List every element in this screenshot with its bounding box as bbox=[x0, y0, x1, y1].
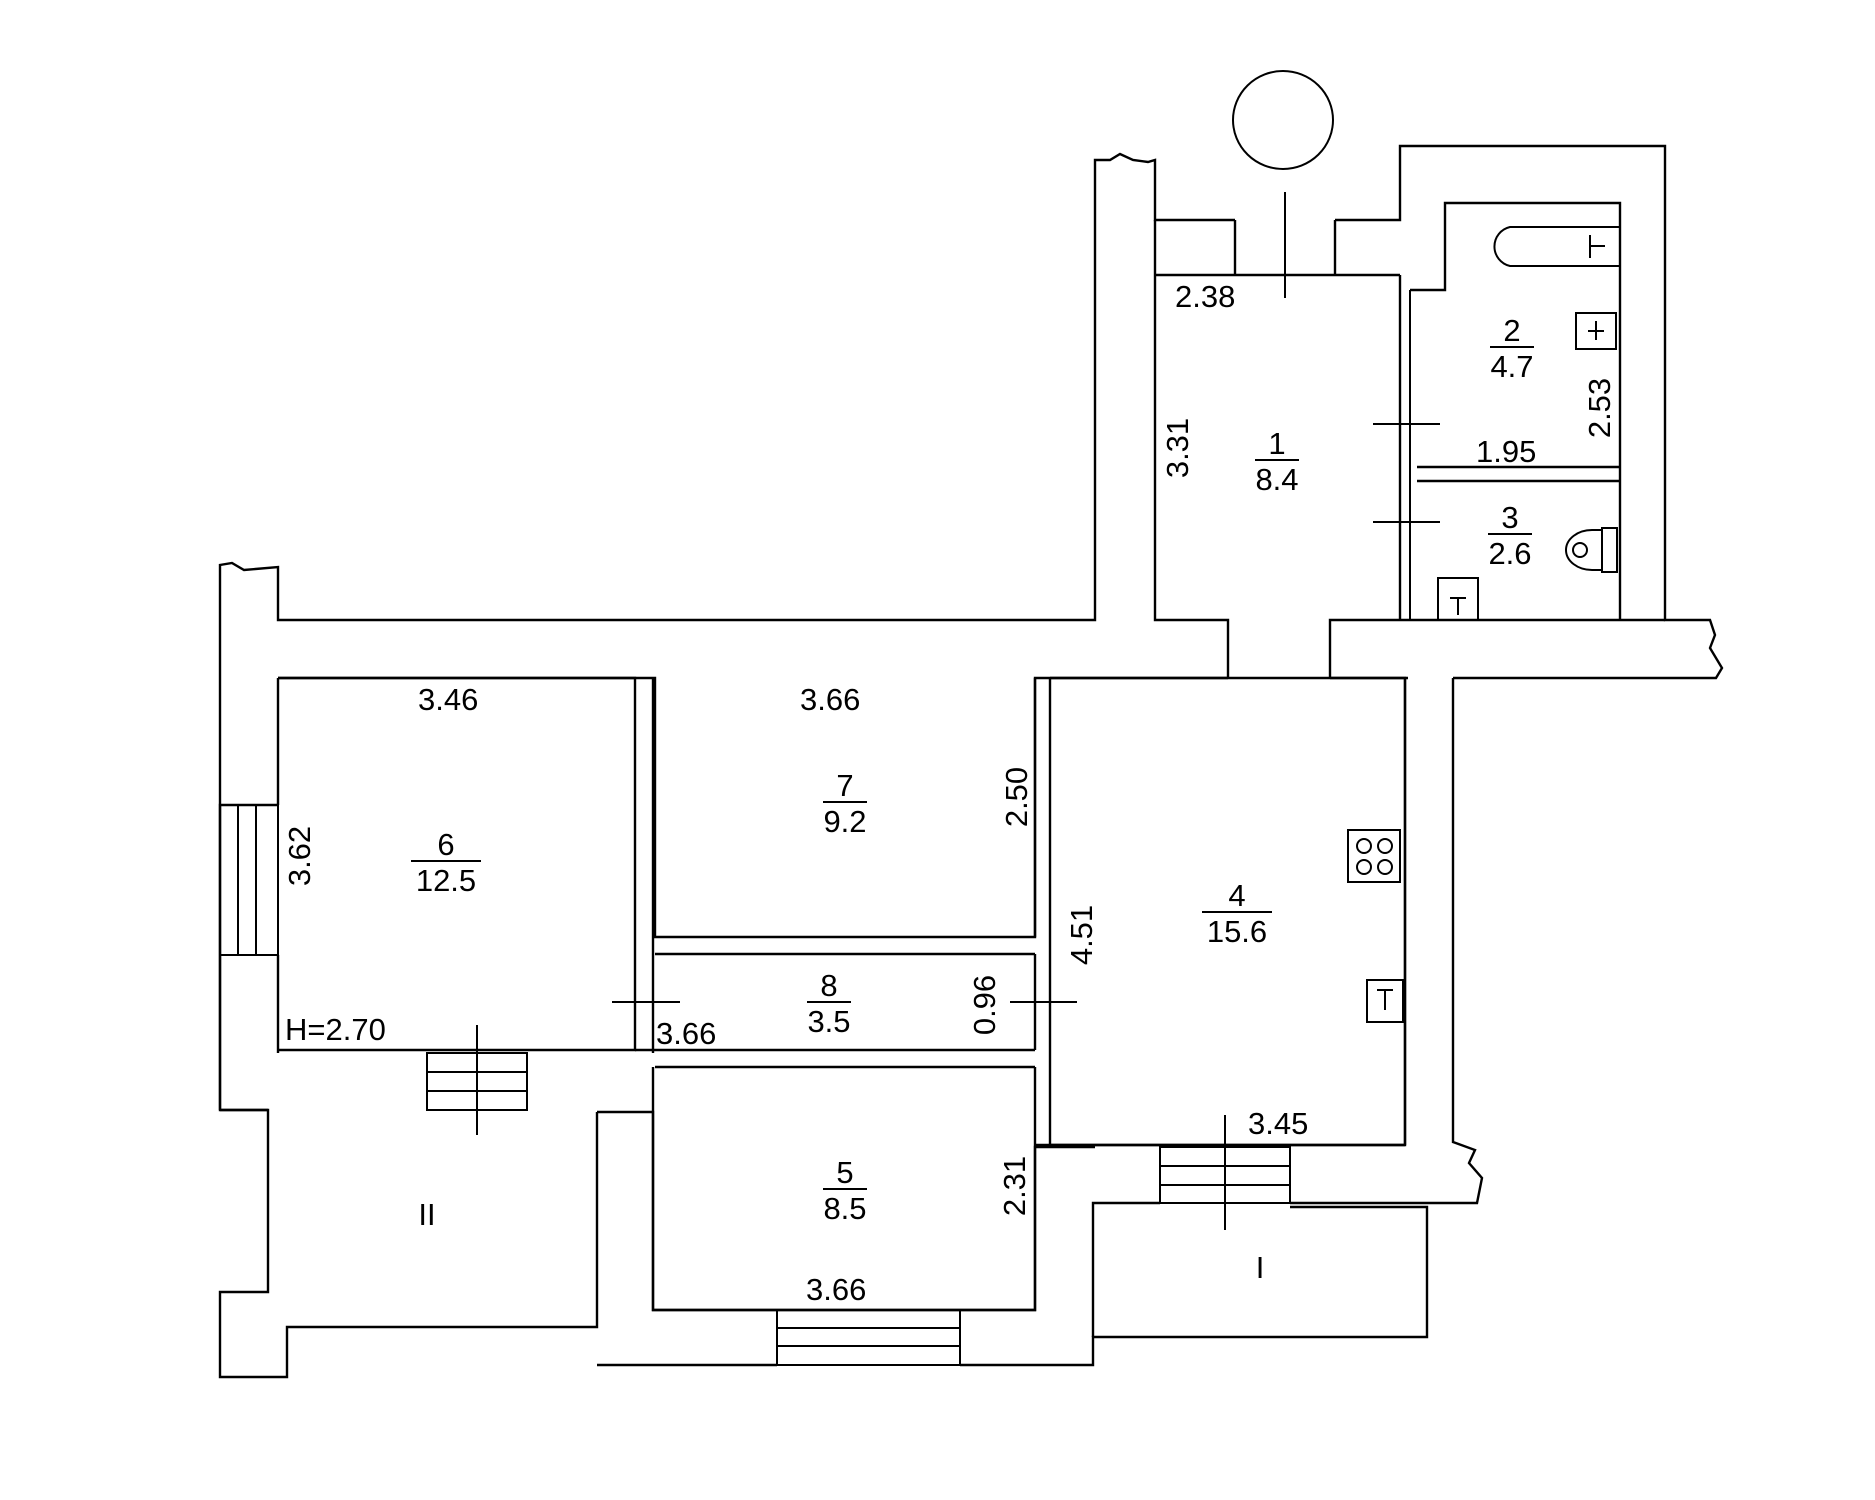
room-5-label: 5 8.5 bbox=[823, 1155, 867, 1226]
dim-r2-width: 1.95 bbox=[1476, 434, 1536, 469]
dim-r6-width: 3.46 bbox=[418, 682, 478, 717]
dim-r2-length: 2.53 bbox=[1582, 378, 1617, 438]
dim-r8-length: 0.96 bbox=[967, 975, 1002, 1035]
room-8-walls bbox=[635, 954, 1077, 1069]
bathtub-icon bbox=[1493, 226, 1621, 267]
room-7-label: 7 9.2 bbox=[823, 768, 867, 839]
room-4-walls bbox=[1050, 676, 1407, 1230]
room-1-walls bbox=[1153, 192, 1665, 679]
room-3-number: 3 bbox=[1501, 500, 1518, 535]
room-7-number: 7 bbox=[836, 768, 853, 803]
room-6-area: 12.5 bbox=[416, 863, 476, 898]
room-8-area: 3.5 bbox=[807, 1004, 850, 1039]
room-7-walls bbox=[635, 676, 1052, 1145]
dim-r5-length: 2.31 bbox=[997, 1156, 1032, 1216]
room-4-number: 4 bbox=[1228, 878, 1245, 913]
room-8-number: 8 bbox=[820, 968, 837, 1003]
room-4-label: 4 15.6 bbox=[1202, 878, 1272, 949]
balcony-labels: I II bbox=[418, 1197, 1264, 1285]
room-6-number: 6 bbox=[437, 827, 454, 862]
balcony-2-label: II bbox=[418, 1197, 435, 1232]
room-5-number: 5 bbox=[836, 1155, 853, 1190]
room-1-area: 8.4 bbox=[1255, 462, 1298, 497]
toilet-icon bbox=[1565, 529, 1603, 571]
stove-icon bbox=[1347, 829, 1401, 883]
sink-icon-2 bbox=[1437, 577, 1479, 621]
sink-icon bbox=[1575, 312, 1617, 350]
kitchen-sink-icon bbox=[1366, 979, 1404, 1023]
column-circle bbox=[1232, 70, 1334, 170]
dim-r1-length: 3.31 bbox=[1160, 418, 1195, 478]
dimension-labels: 2.38 3.31 1.95 2.53 3.46 3.62 H=2.70 3.6… bbox=[282, 279, 1617, 1307]
dim-r8-width: 3.66 bbox=[656, 1016, 716, 1051]
room-3-label: 3 2.6 bbox=[1488, 500, 1532, 571]
balcony-1-label: I bbox=[1256, 1250, 1265, 1285]
ceiling-height: H=2.70 bbox=[285, 1012, 386, 1047]
dim-r1-width: 2.38 bbox=[1175, 279, 1235, 314]
dim-r5-width: 3.66 bbox=[806, 1272, 866, 1307]
room-7-area: 9.2 bbox=[823, 804, 866, 839]
room-2-label: 2 4.7 bbox=[1490, 313, 1534, 384]
exterior-walls bbox=[218, 144, 1724, 1379]
dim-r4-length: 4.51 bbox=[1064, 905, 1099, 965]
dim-r7-length: 2.50 bbox=[999, 767, 1034, 827]
room-5-area: 8.5 bbox=[823, 1191, 866, 1226]
room-labels: 1 8.4 2 4.7 3 2.6 4 15.6 5 8.5 6 12.5 bbox=[411, 313, 1534, 1226]
room-6-label: 6 12.5 bbox=[411, 827, 481, 898]
room-1-number: 1 bbox=[1268, 426, 1285, 461]
room-2-area: 4.7 bbox=[1490, 349, 1533, 384]
bathroom-walls bbox=[1410, 201, 1622, 621]
room-3-area: 2.6 bbox=[1488, 536, 1531, 571]
dim-r4-width: 3.45 bbox=[1248, 1106, 1308, 1141]
room-2-number: 2 bbox=[1503, 313, 1520, 348]
dim-r6-length: 3.62 bbox=[282, 826, 317, 886]
room-5-walls bbox=[651, 1067, 1037, 1366]
room-6-walls bbox=[219, 676, 680, 1135]
room-4-area: 15.6 bbox=[1207, 914, 1267, 949]
room-8-label: 8 3.5 bbox=[807, 968, 851, 1039]
dim-r7-width: 3.66 bbox=[800, 682, 860, 717]
room-1-label: 1 8.4 bbox=[1255, 426, 1299, 497]
